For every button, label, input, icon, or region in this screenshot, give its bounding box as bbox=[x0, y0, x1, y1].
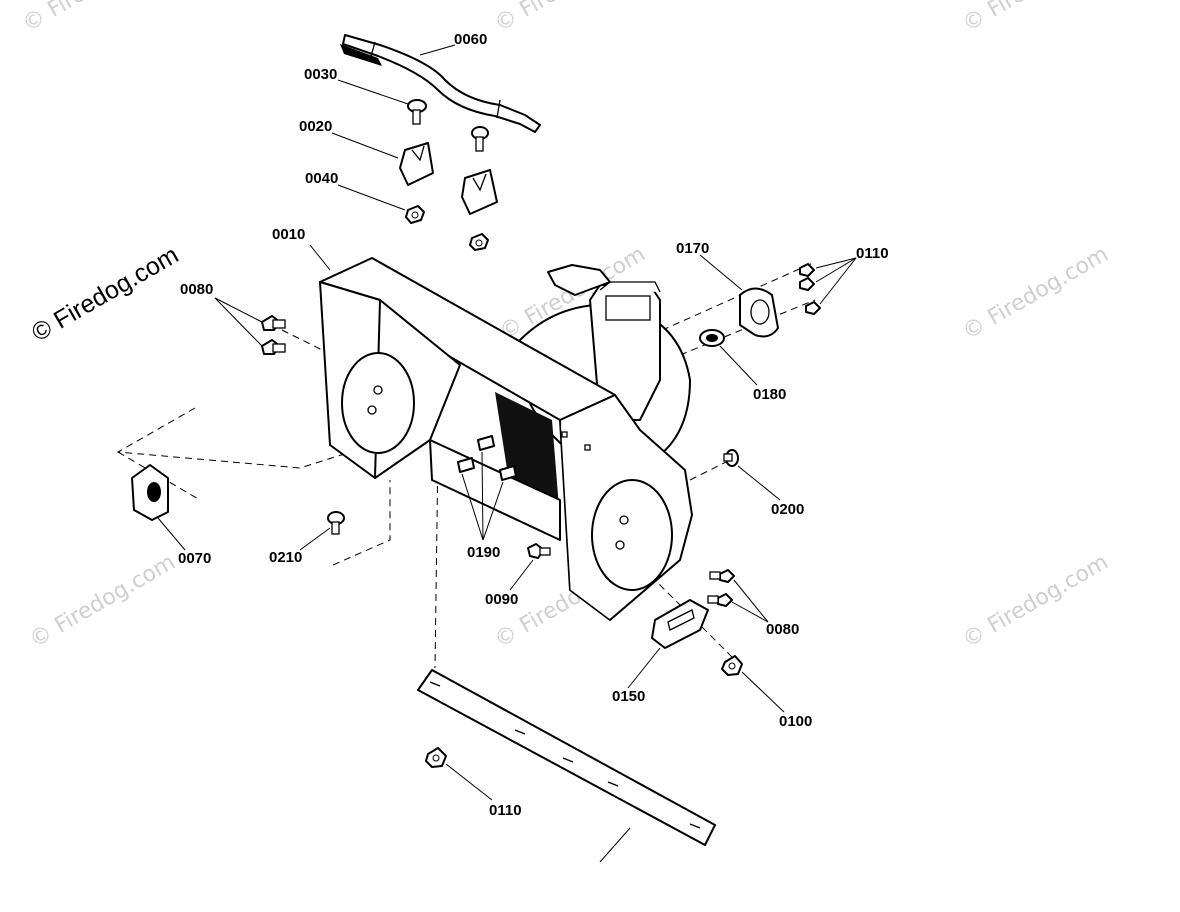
callout-0190: 0190 bbox=[467, 544, 500, 561]
skid-shoe-0150 bbox=[651, 599, 709, 649]
crank-rod bbox=[340, 34, 541, 133]
leader-lines bbox=[157, 44, 857, 863]
callout-0200: 0200 bbox=[771, 501, 804, 518]
bearing-plate-0070 bbox=[131, 464, 169, 521]
bolt-0080-right-a bbox=[709, 569, 735, 583]
watermark-faint-br: © Firedog.com bbox=[959, 550, 1113, 653]
bolt-0200 bbox=[723, 449, 739, 467]
nut-0110-bottom bbox=[425, 747, 447, 768]
clip-right bbox=[461, 169, 498, 215]
watermark-faint-bl: © Firedog.com bbox=[26, 550, 180, 653]
callout-0010: 0010 bbox=[272, 226, 305, 243]
callout-0120-clipped: 0120 bbox=[582, 859, 615, 876]
carriage-bolt-0210 bbox=[327, 511, 345, 535]
scraper-bar-0120 bbox=[417, 669, 716, 846]
assembly-dashed-lines bbox=[116, 261, 816, 669]
callout-0110-bottom: 0110 bbox=[489, 802, 522, 819]
nuts-0110 bbox=[799, 263, 821, 315]
callout-0030: 0030 bbox=[304, 66, 337, 83]
callout-0170: 0170 bbox=[676, 240, 709, 257]
watermark-faint-tc: © Firedog.com bbox=[491, 0, 645, 37]
watermark-faint-r: © Firedog.com bbox=[959, 242, 1113, 345]
watermark-logo: © Firedog.com bbox=[27, 241, 183, 347]
callout-0150: 0150 bbox=[612, 688, 645, 705]
clip-left bbox=[399, 142, 434, 186]
callout-labels: 0060 0030 0020 0040 0010 0080 0170 0110 … bbox=[178, 31, 889, 819]
callout-0120: 0120 bbox=[582, 859, 615, 876]
bolt-0080-left-a bbox=[261, 315, 286, 331]
nut-0040 bbox=[405, 205, 425, 224]
callout-0020: 0020 bbox=[299, 118, 332, 135]
callout-0070: 0070 bbox=[178, 550, 211, 567]
watermark-faint-tr: © Firedog.com bbox=[959, 0, 1113, 37]
bearing-0180 bbox=[699, 329, 725, 347]
bolt-0090 bbox=[527, 543, 551, 559]
callout-0110-top: 0110 bbox=[856, 245, 889, 262]
auger-housing bbox=[319, 257, 693, 621]
callout-0080-right: 0080 bbox=[766, 621, 799, 638]
callout-0060: 0060 bbox=[454, 31, 487, 48]
callout-0040: 0040 bbox=[305, 170, 338, 187]
carriage-bolt-0030 bbox=[407, 99, 427, 125]
callout-0180: 0180 bbox=[753, 386, 786, 403]
callout-0090: 0090 bbox=[485, 591, 518, 608]
callout-0080-left: 0080 bbox=[180, 281, 213, 298]
bolt-0080-right-b bbox=[707, 593, 733, 607]
watermark-faint-tl: © Firedog.com bbox=[19, 0, 173, 37]
bolts-0190 bbox=[457, 435, 517, 481]
nut-right bbox=[469, 233, 489, 251]
carriage-bolt-right bbox=[471, 126, 489, 152]
bolt-0080-left-b bbox=[261, 339, 286, 355]
callout-0100: 0100 bbox=[779, 713, 812, 730]
callout-0210: 0210 bbox=[269, 549, 302, 566]
bearing-flange-0170 bbox=[739, 287, 779, 338]
nut-0100 bbox=[721, 655, 743, 676]
